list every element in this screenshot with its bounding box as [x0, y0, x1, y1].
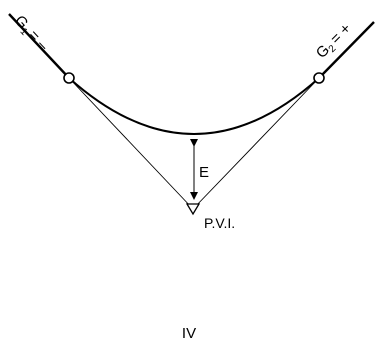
pvc-point-icon — [63, 72, 75, 84]
left-grade-tangent-thin — [68, 77, 194, 210]
figure-caption: IV — [182, 325, 196, 342]
pvi-label: P.V.I. — [204, 215, 235, 231]
right-grade-tangent-thick — [318, 21, 375, 79]
left-grade-tangent-thick — [8, 13, 70, 79]
pvi-triangle-icon — [185, 203, 201, 216]
external-distance-label: E — [199, 164, 209, 181]
left-grade-label: G1= – — [10, 12, 53, 56]
pvt-point-icon — [313, 72, 325, 84]
right-grade-label: G2= + — [313, 20, 356, 63]
sag-curve — [68, 77, 320, 135]
right-grade-tangent-thin — [192, 77, 320, 210]
